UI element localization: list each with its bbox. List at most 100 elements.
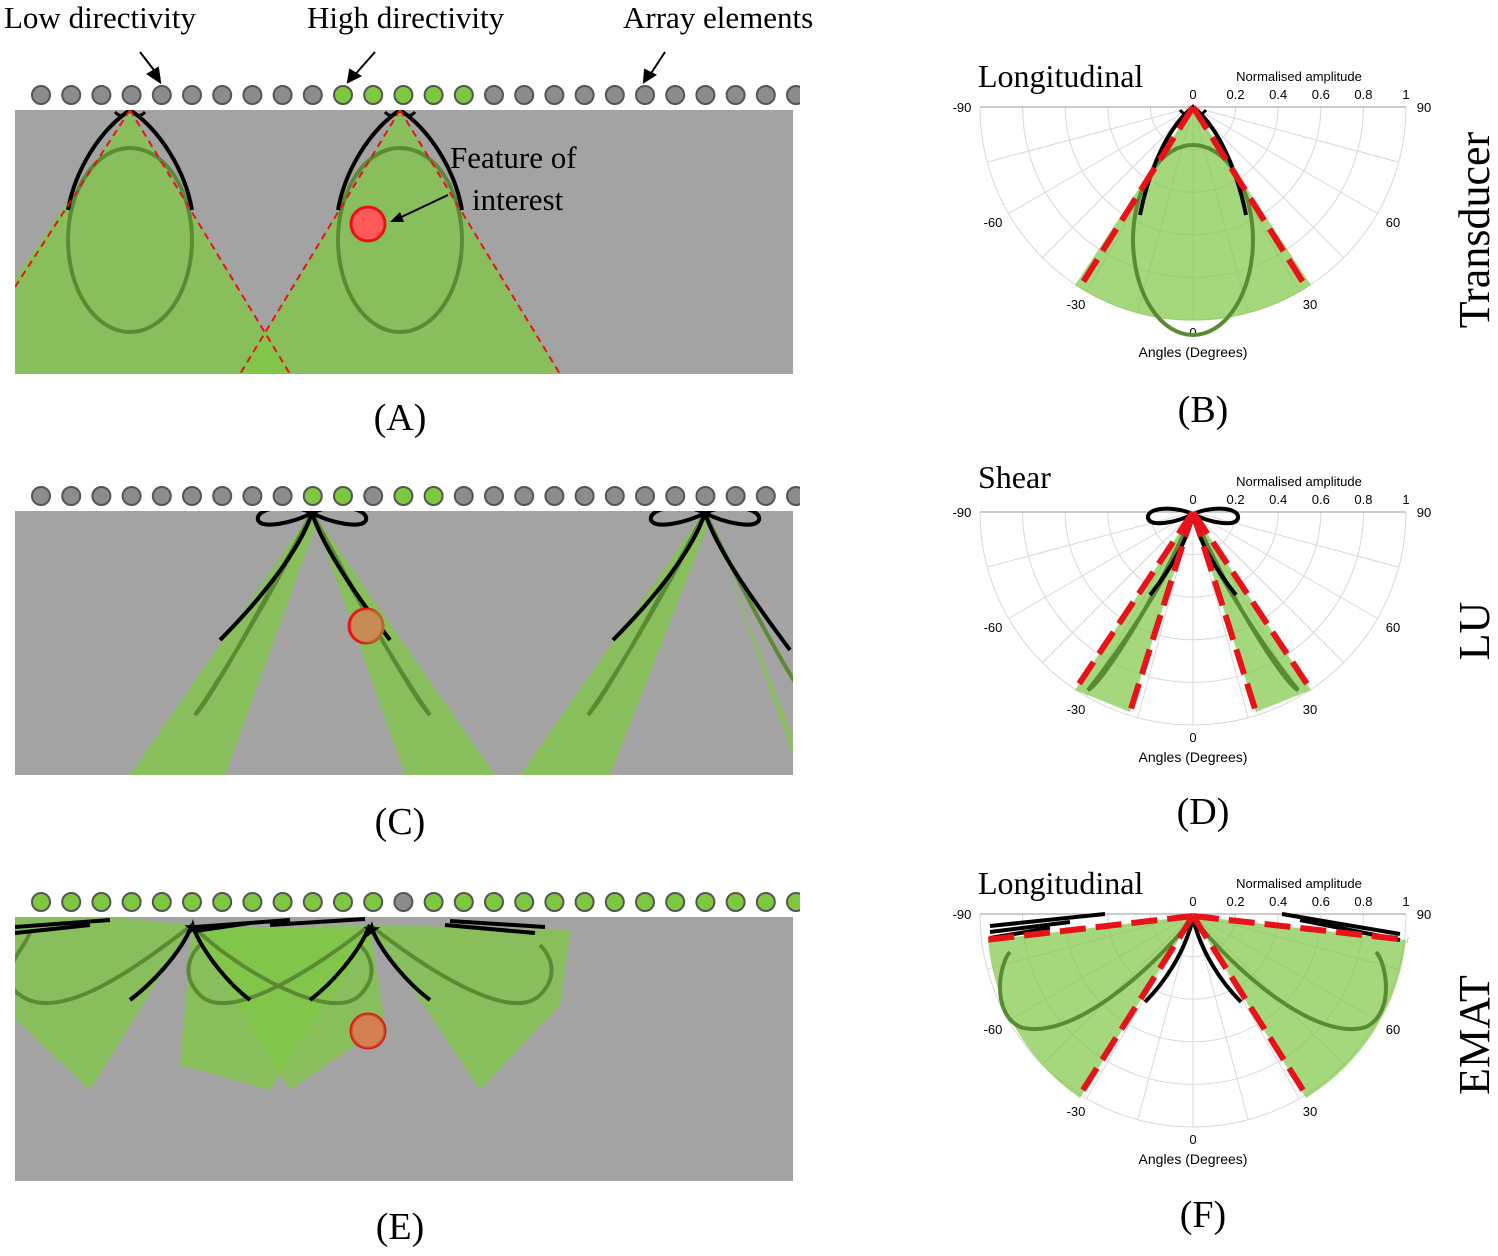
feature-label-line1: Feature of bbox=[450, 140, 577, 175]
array-element-inactive bbox=[453, 486, 474, 506]
array-element-active bbox=[333, 85, 353, 105]
polar-spoke bbox=[987, 106, 1194, 163]
array-element-inactive bbox=[544, 486, 565, 506]
array-element-active bbox=[121, 892, 142, 912]
angle-tick: -90 bbox=[953, 100, 972, 115]
angle-axis-label: Angles (Degrees) bbox=[1139, 1151, 1248, 1167]
array-element-inactive bbox=[91, 85, 112, 105]
array-element-inactive bbox=[574, 486, 595, 506]
array-element-active bbox=[725, 892, 746, 912]
angle-tick: -60 bbox=[984, 1022, 1003, 1037]
array-element-active bbox=[302, 486, 323, 506]
array-element-inactive bbox=[786, 486, 800, 506]
array-element-active bbox=[514, 892, 535, 912]
array-element-inactive bbox=[31, 486, 51, 506]
angle-tick: -30 bbox=[1067, 1104, 1086, 1119]
polar-title-d: Shear bbox=[978, 460, 1051, 495]
polar-spoke bbox=[1008, 106, 1194, 214]
array-element-inactive bbox=[665, 486, 686, 506]
high-directivity-label: High directivity bbox=[307, 0, 505, 35]
polar-title-f: Longitudinal bbox=[978, 865, 1143, 901]
angle-tick: 60 bbox=[1386, 1022, 1400, 1037]
angle-tick: 0 bbox=[1189, 325, 1196, 340]
beam-sector-b bbox=[1075, 107, 1311, 321]
array-element-active bbox=[363, 892, 384, 912]
array-element-inactive bbox=[121, 486, 142, 506]
angle-tick: 90 bbox=[1417, 505, 1431, 520]
array-elements-e bbox=[31, 892, 800, 912]
array-element-active bbox=[423, 85, 444, 105]
beam-left-c1 bbox=[130, 511, 318, 775]
beam-e2-right bbox=[370, 925, 570, 1090]
panel-label-d: (D) bbox=[1176, 791, 1230, 833]
array-element-active bbox=[574, 892, 595, 912]
panel-label-b: (B) bbox=[1177, 389, 1229, 431]
polar-spoke bbox=[1192, 511, 1344, 663]
beam-edge-left-a2 bbox=[239, 110, 401, 374]
schematic-e: ★ ★ bbox=[15, 892, 800, 1181]
array-element-active bbox=[302, 892, 323, 912]
panel-label-a: (A) bbox=[373, 397, 427, 439]
amplitude-tick: 0.4 bbox=[1269, 894, 1287, 909]
array-element-active bbox=[333, 486, 353, 506]
array-element-active bbox=[423, 486, 444, 506]
array-element-inactive bbox=[514, 85, 535, 105]
array-element-active bbox=[453, 85, 474, 105]
array-element-active bbox=[755, 892, 776, 912]
array-element-inactive bbox=[604, 486, 625, 506]
amplitude-tick: 0.6 bbox=[1312, 894, 1330, 909]
beam-edge-left-a1 bbox=[15, 110, 131, 289]
amplitude-axis-label: Normalised amplitude bbox=[1236, 474, 1362, 489]
array-element-active bbox=[604, 892, 625, 912]
array-element-inactive bbox=[725, 486, 746, 506]
amplitude-axis-label: Normalised amplitude bbox=[1236, 876, 1362, 891]
star-marker-e2: ★ bbox=[362, 917, 382, 942]
polar-spoke bbox=[987, 511, 1194, 568]
beam-sector-d-left bbox=[1075, 512, 1193, 712]
array-element-inactive bbox=[725, 85, 746, 105]
array-element-inactive bbox=[514, 486, 535, 506]
polar-spoke bbox=[1086, 913, 1194, 1099]
polar-spoke bbox=[1192, 106, 1344, 258]
beam-low-directivity bbox=[15, 110, 290, 374]
feature-of-interest-a bbox=[349, 205, 387, 243]
angle-tick: 90 bbox=[1417, 100, 1431, 115]
array-element-inactive bbox=[695, 85, 716, 105]
array-element-inactive bbox=[31, 85, 51, 105]
array-element-inactive bbox=[755, 85, 776, 105]
array-element-inactive bbox=[121, 85, 142, 105]
amplitude-tick: 0.2 bbox=[1227, 492, 1245, 507]
array-element-active bbox=[453, 892, 474, 912]
amplitude-tick: 1 bbox=[1402, 492, 1409, 507]
polar-title-b: Longitudinal bbox=[978, 58, 1143, 94]
amplitude-tick: 0.6 bbox=[1312, 87, 1330, 102]
amplitude-tick: 0 bbox=[1189, 894, 1196, 909]
beam-edge-right-a2 bbox=[399, 110, 561, 374]
amplitude-tick: 0.8 bbox=[1354, 492, 1372, 507]
array-element-active bbox=[665, 892, 686, 912]
array-element-active bbox=[31, 892, 51, 912]
array-element-active bbox=[544, 892, 565, 912]
array-element-inactive bbox=[212, 85, 233, 105]
array-element-active bbox=[91, 892, 112, 912]
beam-edge-right-a1 bbox=[129, 110, 291, 374]
array-element-inactive bbox=[484, 85, 504, 105]
array-element-active bbox=[333, 892, 353, 912]
array-element-inactive bbox=[242, 486, 263, 506]
array-element-active bbox=[695, 892, 716, 912]
angle-tick: 90 bbox=[1417, 907, 1431, 922]
beam-high-directivity bbox=[240, 110, 560, 374]
angle-tick: -60 bbox=[984, 215, 1003, 230]
row-label-emat: EMAT bbox=[1450, 975, 1498, 1095]
array-element-active bbox=[423, 892, 444, 912]
polar-spoke bbox=[1192, 511, 1378, 619]
grazing-lobes-e bbox=[15, 917, 546, 935]
beam-right-c1 bbox=[312, 511, 495, 775]
array-element-inactive bbox=[61, 85, 82, 105]
array-element-inactive bbox=[786, 85, 800, 105]
beam-sector-f-left bbox=[988, 916, 1193, 1098]
feature-of-interest-c bbox=[347, 607, 385, 645]
